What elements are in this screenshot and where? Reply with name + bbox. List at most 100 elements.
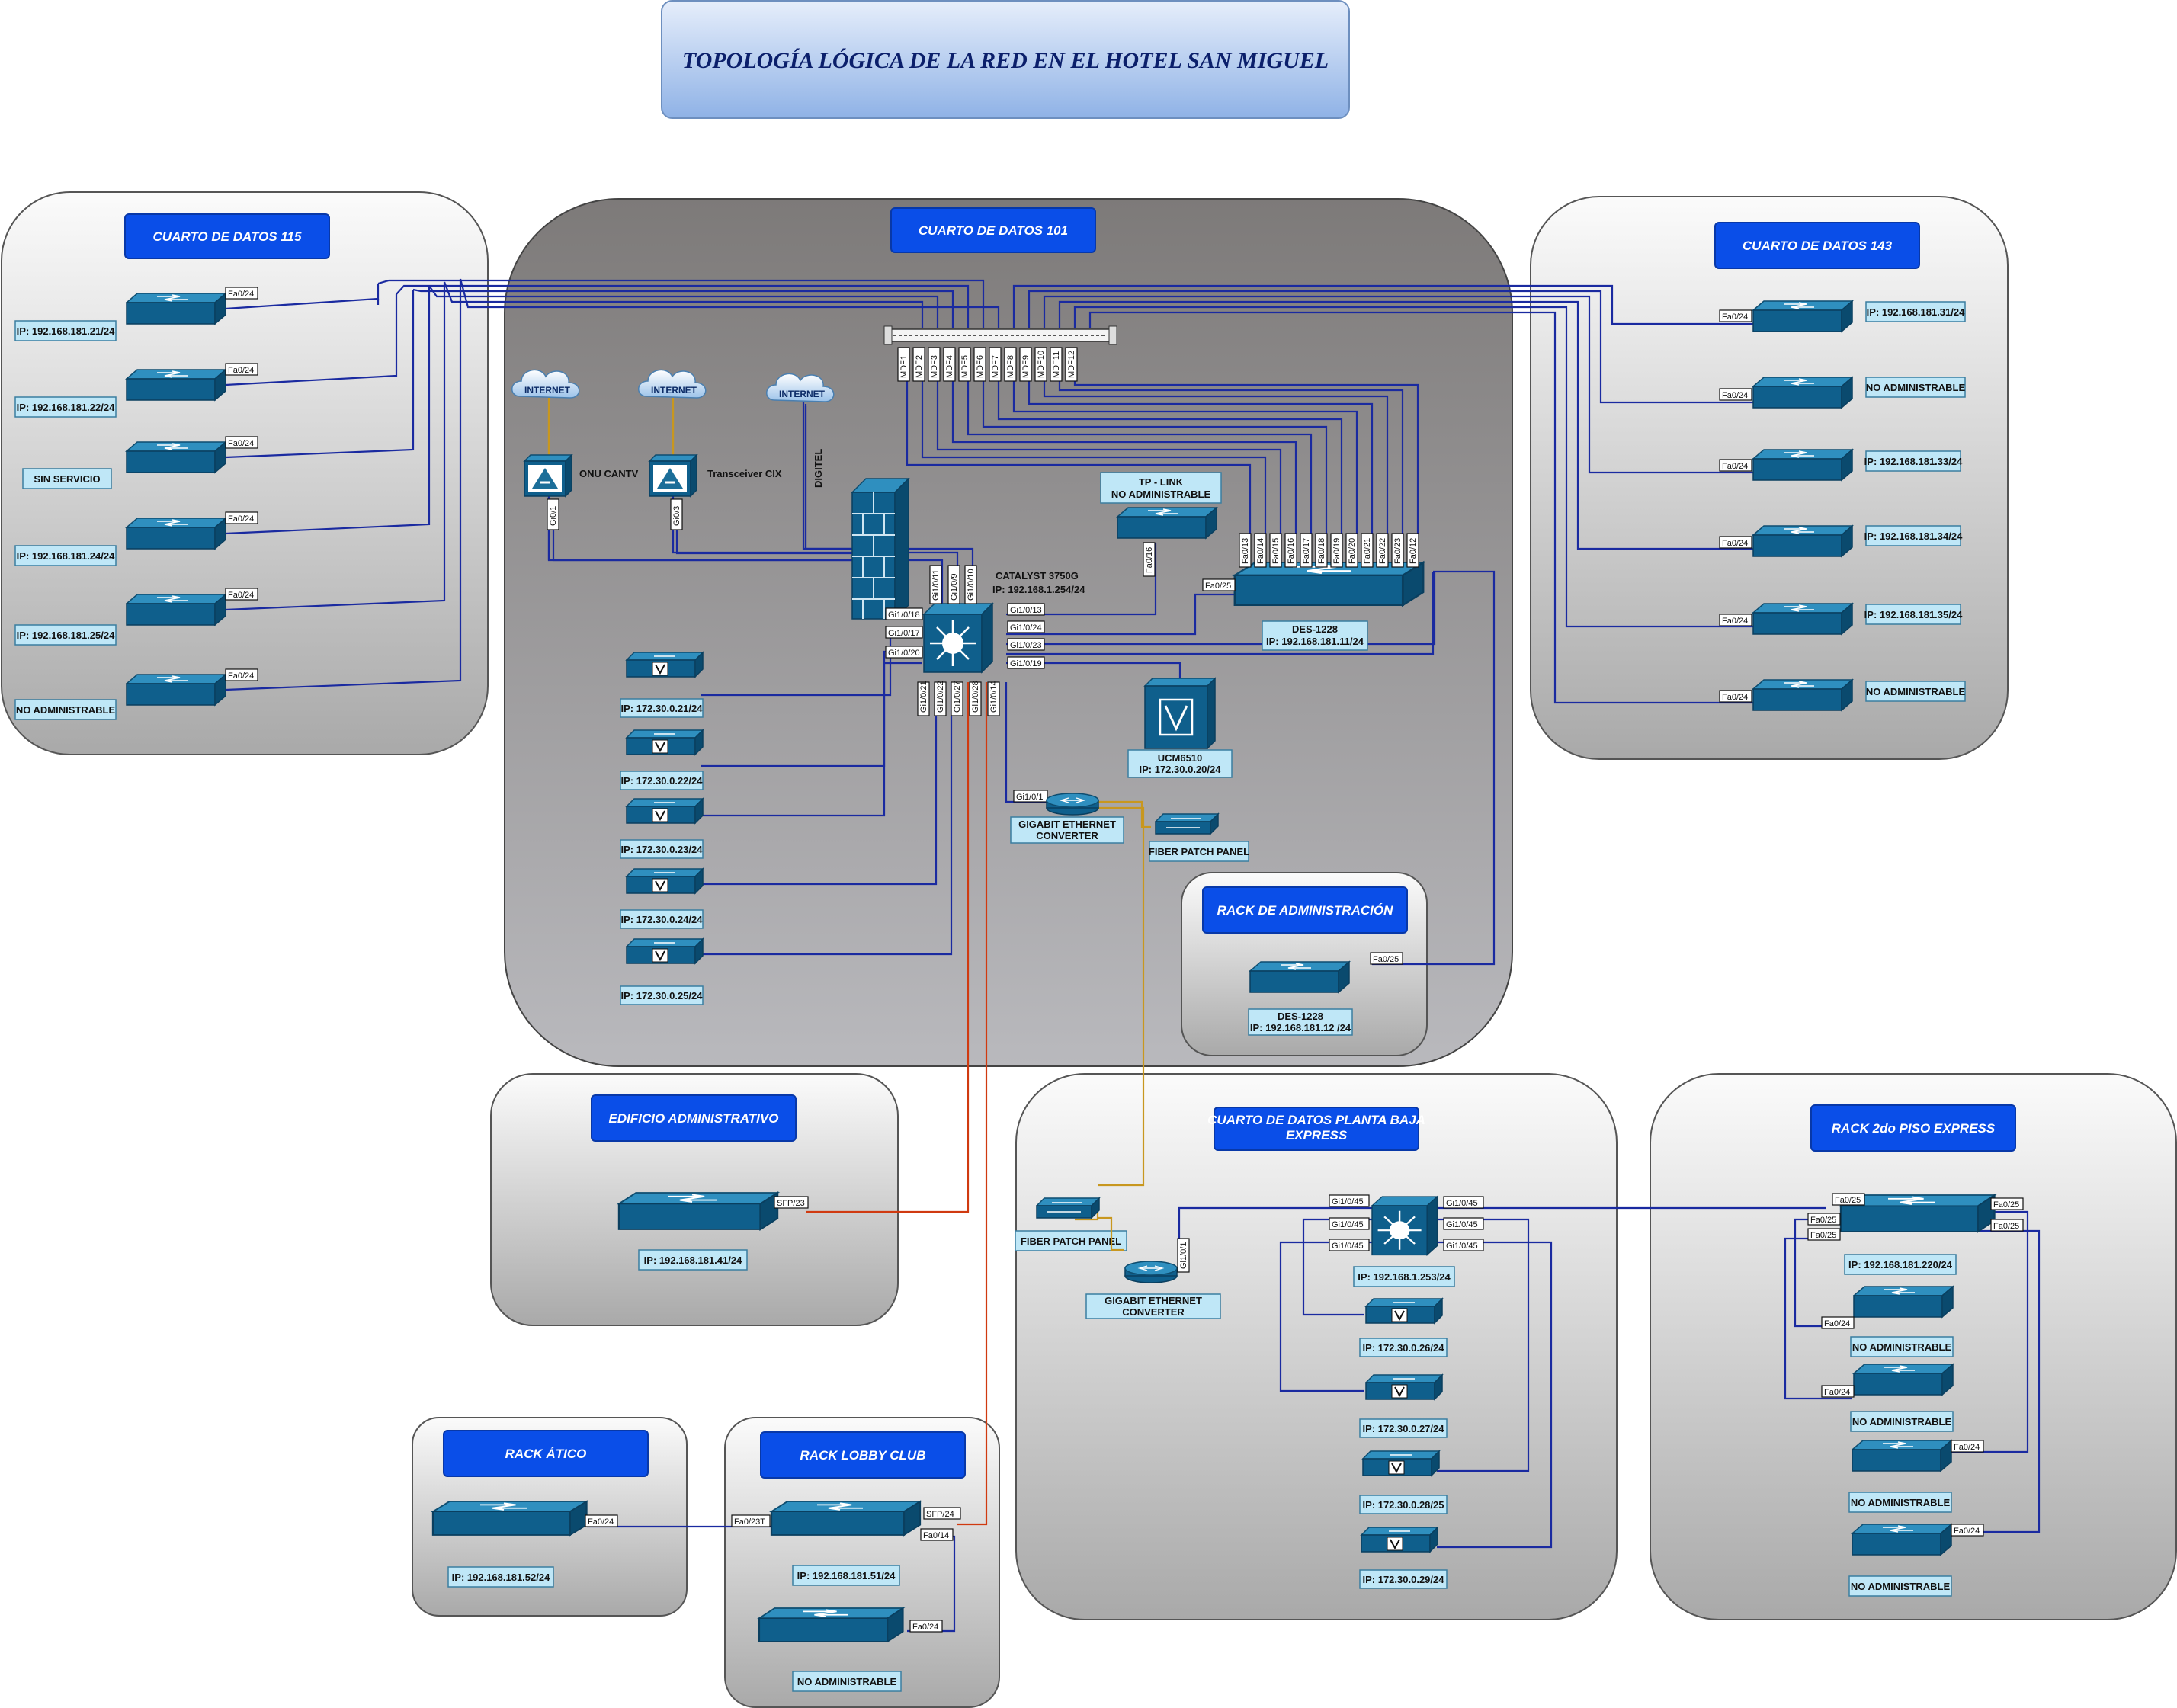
catalyst-bottom-port-4: Gi1/0/28 <box>969 681 982 716</box>
cd143-switch-6 <box>1752 679 1853 711</box>
svg-text:Fa0/18: Fa0/18 <box>1317 538 1326 564</box>
cd143-label-2: NO ADMINISTRABLE <box>1865 377 1966 398</box>
svg-text:Fa0/24: Fa0/24 <box>228 591 254 600</box>
cd143-port-4: Fa0/24 <box>1719 536 1752 549</box>
svg-text:IP: 192.168.1.254/24: IP: 192.168.1.254/24 <box>992 584 1085 595</box>
ucm6510-label: UCM6510 IP: 172.30.0.20/24 <box>1127 749 1233 778</box>
page-title: TOPOLOGÍA LÓGICA DE LA RED EN EL HOTEL S… <box>682 48 1329 73</box>
pb-right-port-3: Gi1/0/45 <box>1443 1239 1484 1251</box>
svg-text:MDF5: MDF5 <box>960 355 970 378</box>
rack-atico-port: Fa0/24 <box>585 1514 618 1527</box>
cd143-switch-5 <box>1752 603 1853 635</box>
svg-text:INTERNET: INTERNET <box>779 389 826 399</box>
rack2do-port-b: Fa0/25 <box>1990 1197 2024 1210</box>
svg-text:IP: 172.30.0.29/24: IP: 172.30.0.29/24 <box>1363 1574 1445 1585</box>
catalyst-left-port-2: Gi1/0/17 <box>885 626 923 639</box>
svg-text:Gi1/0/17: Gi1/0/17 <box>888 629 920 638</box>
gec-cd101-label: GIGABIT ETHERNET CONVERTER <box>1010 816 1124 844</box>
svg-text:IP: 172.30.0.25/24: IP: 172.30.0.25/24 <box>621 990 704 1001</box>
links-patch-to-des <box>906 381 1419 549</box>
rack-admin-label: DES-1228 IP: 192.168.181.12 /24 <box>1248 1008 1353 1036</box>
svg-text:IP: 192.168.181.51/24: IP: 192.168.181.51/24 <box>797 1570 896 1581</box>
svg-text:Fa0/24: Fa0/24 <box>588 1517 614 1527</box>
edif-admin-label: IP: 192.168.181.41/24 <box>638 1249 748 1271</box>
svg-text:NO ADMINISTRABLE: NO ADMINISTRABLE <box>1852 1416 1952 1428</box>
mdf-patch-panel <box>883 325 1117 345</box>
svg-text:Fa0/24: Fa0/24 <box>1954 1527 1980 1536</box>
rack2do-sw-port-1: Fa0/24 <box>1821 1316 1855 1329</box>
cd115-switch-2 <box>126 369 226 401</box>
svg-text:Gi1/0/45: Gi1/0/45 <box>1446 1220 1478 1229</box>
cd143-switch-4 <box>1752 525 1853 557</box>
links-cd143 <box>1012 284 1753 704</box>
svg-text:MDF2: MDF2 <box>915 355 924 378</box>
digitel-label: DIGITEL <box>813 449 824 488</box>
svg-text:IP: 192.168.181.220/24: IP: 192.168.181.220/24 <box>1848 1259 1953 1271</box>
lobby-sub-switch <box>758 1607 904 1643</box>
cd115-port-6: Fa0/24 <box>225 668 258 681</box>
svg-text:Gi1/0/27: Gi1/0/27 <box>953 681 962 713</box>
header-cuarto-143: CUARTO DE DATOS 143 <box>1714 222 1920 269</box>
phone-cd101-4 <box>626 868 704 894</box>
svg-text:Fa0/16: Fa0/16 <box>1287 538 1296 564</box>
cd115-port-3: Fa0/24 <box>225 436 258 449</box>
svg-text:Gi0/1: Gi0/1 <box>549 506 558 526</box>
pb-left-port-2: Gi1/0/45 <box>1329 1217 1370 1230</box>
rack2do-sw-port-3: Fa0/24 <box>1951 1440 1984 1453</box>
svg-text:Gi1/0/20: Gi1/0/20 <box>888 649 920 658</box>
onu-port: Gi0/1 <box>547 498 559 530</box>
svg-text:RACK LOBBY CLUB: RACK LOBBY CLUB <box>800 1448 926 1463</box>
cd143-switch-1 <box>1752 300 1853 332</box>
svg-text:Fa0/16: Fa0/16 <box>1145 547 1154 573</box>
svg-text:Gi1/0/45: Gi1/0/45 <box>1332 1197 1364 1206</box>
des-port-6: Fa0/18 <box>1315 533 1328 568</box>
catalyst-bottom-port-1: Gi1/0/21 <box>917 681 930 716</box>
svg-text:Gi1/0/10: Gi1/0/10 <box>967 569 976 601</box>
svg-text:FIBER PATCH PANEL: FIBER PATCH PANEL <box>1021 1235 1121 1247</box>
phone-pb-label-1: IP: 172.30.0.26/24 <box>1359 1338 1448 1357</box>
svg-text:Gi1/0/45: Gi1/0/45 <box>1332 1242 1364 1251</box>
header-edificio-administrativo: EDIFICIO ADMINISTRATIVO <box>591 1094 797 1142</box>
des-port-5: Fa0/17 <box>1300 533 1313 568</box>
svg-text:IP: 192.168.181.11/24: IP: 192.168.181.11/24 <box>1266 636 1364 647</box>
svg-text:Fa0/25: Fa0/25 <box>1810 1216 1836 1225</box>
rack2do-port-a: Fa0/25 <box>1832 1193 1865 1206</box>
svg-text:CUARTO DE DATOS 143: CUARTO DE DATOS 143 <box>1743 239 1893 253</box>
mdf-port-11: MDF11 <box>1050 347 1063 382</box>
svg-text:NO ADMINISTRABLE: NO ADMINISTRABLE <box>1866 686 1966 697</box>
svg-text:EXPRESS: EXPRESS <box>1286 1128 1348 1142</box>
svg-text:Fa0/24: Fa0/24 <box>228 439 254 448</box>
cd143-label-1: IP: 192.168.181.31/24 <box>1865 301 1966 322</box>
svg-text:Gi1/0/18: Gi1/0/18 <box>888 610 920 620</box>
lobby-sub-label: NO ADMINISTRABLE <box>792 1671 902 1692</box>
cd115-switch-5 <box>126 594 226 626</box>
svg-text:IP: 192.168.181.12 /24: IP: 192.168.181.12 /24 <box>1250 1022 1351 1033</box>
cd115-label-1: IP: 192.168.181.21/24 <box>14 320 117 341</box>
svg-text:Gi1/0/22: Gi1/0/22 <box>936 681 945 713</box>
svg-text:IP: 192.168.181.22/24: IP: 192.168.181.22/24 <box>17 402 115 413</box>
phone-cd101-label-3: IP: 172.30.0.23/24 <box>620 839 704 859</box>
mdf-port-1: MDF1 <box>897 347 910 382</box>
cd115-label-6: NO ADMINISTRABLE <box>14 699 117 720</box>
des-1228-port: Fa0/25 <box>1202 578 1236 591</box>
mdf-port-4: MDF4 <box>943 347 956 382</box>
rack2do-main-label: IP: 192.168.181.220/24 <box>1844 1254 1957 1275</box>
phone-pb-2 <box>1365 1374 1443 1400</box>
room-planta-baja <box>1015 1073 1618 1620</box>
cd143-label-4: IP: 192.168.181.34/24 <box>1864 525 1963 546</box>
rack2do-port-c: Fa0/25 <box>1807 1213 1841 1226</box>
catalyst-3750g <box>922 602 994 674</box>
cd143-port-6: Fa0/24 <box>1719 690 1752 703</box>
phone-cd101-label-5: IP: 172.30.0.25/24 <box>620 985 704 1005</box>
svg-text:NO ADMINISTRABLE: NO ADMINISTRABLE <box>1851 1497 1951 1508</box>
svg-text:Gi1/0/21: Gi1/0/21 <box>919 681 928 713</box>
svg-text:NO ADMINISTRABLE: NO ADMINISTRABLE <box>16 704 116 716</box>
cd143-port-5: Fa0/24 <box>1719 614 1752 626</box>
svg-text:Fa0/20: Fa0/20 <box>1348 538 1357 564</box>
phone-pb-3 <box>1362 1450 1440 1476</box>
rack-atico-label: IP: 192.168.181.52/24 <box>447 1566 554 1588</box>
rack2do-sw-label-3: NO ADMINISTRABLE <box>1848 1492 1952 1513</box>
svg-text:CUARTO DE DATOS 101: CUARTO DE DATOS 101 <box>919 223 1068 238</box>
lobby-port-4: Fa0/24 <box>909 1620 943 1633</box>
svg-text:MDF6: MDF6 <box>976 355 985 378</box>
